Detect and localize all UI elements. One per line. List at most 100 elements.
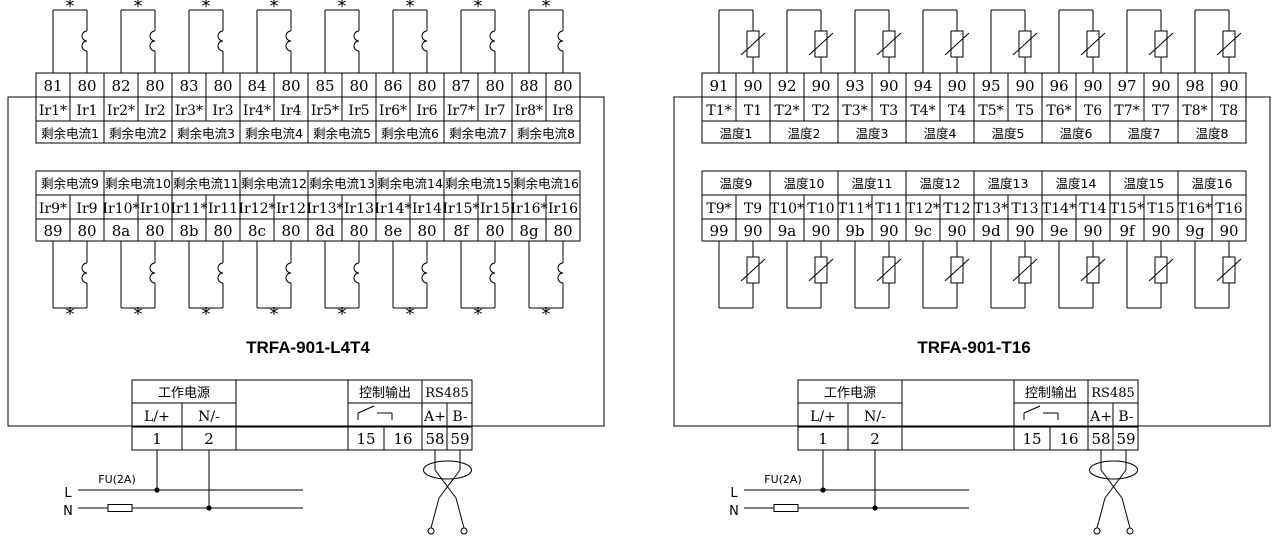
channel-label: 剩余电流6 <box>381 126 439 141</box>
signal-label: Ir10* <box>102 201 139 217</box>
terminal-number: 80 <box>145 222 164 240</box>
signal-label: T8 <box>1220 103 1238 119</box>
terminal-number: 1 <box>818 430 828 448</box>
power-label: L/+ <box>810 409 836 425</box>
twisted-pair-icon <box>423 450 472 535</box>
current-transformer-icon: * <box>392 241 428 325</box>
signal-label: T3* <box>842 103 867 119</box>
thermistor-slash <box>808 258 834 282</box>
channel-label: 温度9 <box>720 176 753 191</box>
terminal-ring-icon <box>1093 527 1101 535</box>
thermistor-icon <box>1126 9 1174 73</box>
signal-label: T13* <box>974 201 1008 217</box>
terminal-number: 80 <box>281 77 300 95</box>
terminal-number: 89 <box>43 222 62 240</box>
current-transformer-icon: * <box>460 0 496 73</box>
channel-label: 温度6 <box>1060 126 1093 141</box>
terminal-number: 8b <box>179 222 198 240</box>
terminal-number: 80 <box>417 222 436 240</box>
signal-label: T1* <box>706 103 731 119</box>
power-title: 工作电源 <box>158 386 210 401</box>
terminal-number: 97 <box>1117 77 1136 95</box>
signal-label: Ir3* <box>175 103 203 119</box>
signal-label: Ir15* <box>442 201 479 217</box>
terminal-number: 80 <box>349 77 368 95</box>
current-transformer-icon: * <box>188 241 224 325</box>
channel-label: 剩余电流16 <box>513 176 579 191</box>
panel-trfa-901-l4t4: 81Ir1*80Ir182Ir2*80Ir283Ir3*80Ir384Ir4*8… <box>7 0 605 535</box>
signal-label: T7* <box>1114 103 1139 119</box>
thermistor-icon <box>854 241 902 309</box>
thermistor-slash <box>944 32 970 56</box>
rs485-label: A+ <box>1089 409 1112 425</box>
thermistor-icon <box>922 241 970 309</box>
terminal-number: 80 <box>213 222 232 240</box>
terminal-number: 80 <box>485 77 504 95</box>
signal-label: T7 <box>1152 103 1170 119</box>
terminal-number: 81 <box>43 77 62 95</box>
thermistor-slash <box>1216 258 1242 282</box>
signal-label: T14 <box>1079 201 1106 217</box>
terminal-number: 87 <box>451 77 470 95</box>
channel-label: 剩余电流13 <box>309 176 375 191</box>
thermistor-slash <box>944 258 970 282</box>
power-title: 工作电源 <box>824 386 876 401</box>
signal-label: T12* <box>906 201 940 217</box>
thermistor-slash <box>808 32 834 56</box>
channel-label: 剩余电流3 <box>177 126 235 141</box>
terminal-number: 84 <box>247 77 266 95</box>
signal-label: T2* <box>774 103 799 119</box>
signal-label: T15 <box>1147 201 1174 217</box>
signal-label: T3 <box>880 103 898 119</box>
terminal-number: 2 <box>204 430 214 448</box>
signal-label: T11* <box>838 201 872 217</box>
fuse-label: FU(2A) <box>764 473 802 486</box>
channel-label: 温度16 <box>1192 176 1233 191</box>
signal-label: Ir14 <box>412 201 442 217</box>
channel-label: 温度14 <box>1056 176 1097 191</box>
line-l-label: L <box>730 486 738 501</box>
signal-label: T2 <box>812 103 830 119</box>
current-transformer-icon: * <box>52 0 88 73</box>
device-enclosure <box>7 96 605 427</box>
terminal-number: 80 <box>485 222 504 240</box>
rs485-label: B- <box>452 409 468 425</box>
thermistor-slash <box>1148 32 1174 56</box>
signal-label: T9 <box>744 201 762 217</box>
terminal-number: 8f <box>453 222 470 240</box>
polarity-star-icon: * <box>202 0 211 17</box>
power-control-block <box>131 379 473 451</box>
signal-label: Ir4 <box>280 103 301 119</box>
shield-ellipse <box>1089 460 1138 480</box>
signal-label: T16* <box>1178 201 1212 217</box>
terminal-number: 90 <box>811 77 830 95</box>
signal-label: T5 <box>1016 103 1034 119</box>
device-enclosure <box>673 96 1271 427</box>
channel-label: 温度11 <box>852 176 893 191</box>
current-transformer-icon: * <box>392 0 428 73</box>
channel-label: 剩余电流11 <box>173 176 239 191</box>
terminal-number: 9g <box>1185 222 1205 240</box>
ct-coil-icon <box>421 30 428 52</box>
signal-label: Ir5 <box>348 103 369 119</box>
signal-label: T10* <box>770 201 804 217</box>
polarity-star-icon: * <box>474 0 483 17</box>
signal-label: T5* <box>978 103 1003 119</box>
terminal-number: 9c <box>914 222 932 240</box>
control-title: 控制输出 <box>359 385 411 401</box>
rs485-label: B- <box>1118 409 1134 425</box>
current-transformer-icon: * <box>52 241 88 325</box>
channel-label: 剩余电流9 <box>41 176 99 191</box>
rs485-title: RS485 <box>1091 386 1135 401</box>
terminal-number: 90 <box>1151 222 1170 240</box>
terminal-number: 90 <box>1151 77 1170 95</box>
thermistor-slash <box>1216 32 1242 56</box>
thermistor-slash <box>740 32 766 56</box>
terminal-number: 9f <box>1119 222 1136 240</box>
terminal-number: 86 <box>383 77 402 95</box>
terminal-number: 58 <box>425 430 444 448</box>
model-label: TRFA-901-T16 <box>917 338 1030 357</box>
thermistor-icon <box>922 9 970 73</box>
terminal-number: 85 <box>315 77 334 95</box>
